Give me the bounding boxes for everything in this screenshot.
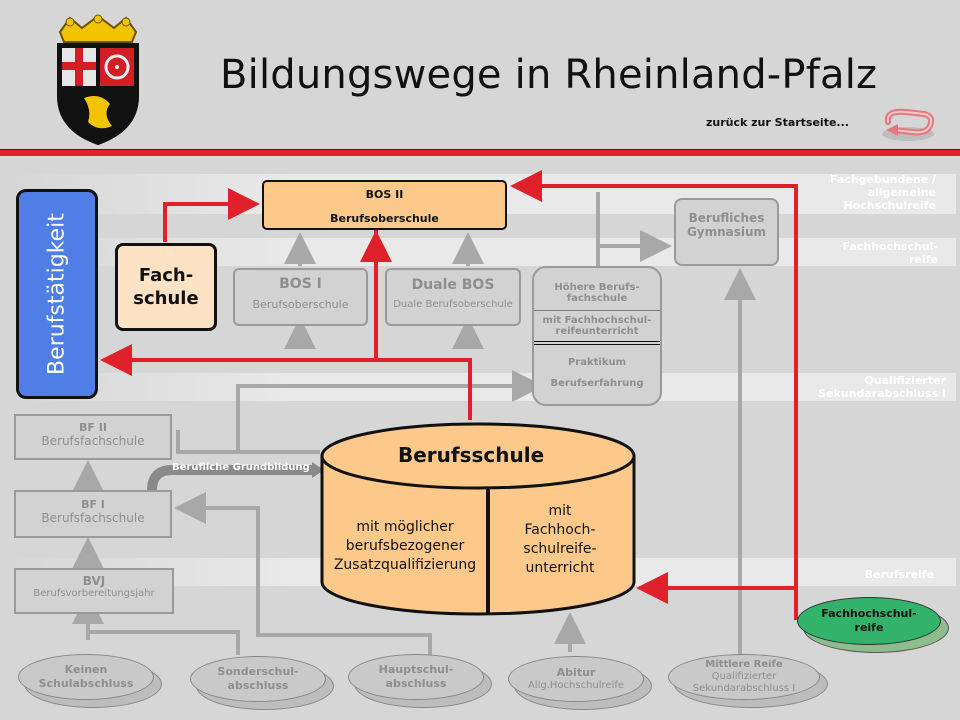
hbf-divider (534, 310, 660, 311)
bf2-title: BF II (79, 421, 107, 434)
berufsschule-right-line4: unterricht (525, 560, 595, 576)
bvj-title: BVJ (82, 574, 106, 588)
berufsschule-right-line1: mit (548, 503, 572, 519)
mittlere-sub-line1: Qualifizierter (711, 671, 777, 682)
duale-bos-title: Duale BOS (411, 277, 495, 293)
berufsschule-right-line3: schulreife- (523, 541, 597, 557)
berufsschule-right-text: mit Fachhoch- schulreife- unterricht (500, 502, 620, 578)
berufliches-gymnasium-box[interactable]: Berufliches Gymnasium (674, 198, 779, 266)
keinen-line2: Schulabschluss (38, 677, 134, 690)
berufsschule-left-line1: mit möglicher (356, 519, 454, 535)
bf2-box[interactable]: BF II Berufsfachschule (14, 414, 172, 460)
bvj-box[interactable]: BVJ Berufsvorbereitungsjahr (14, 568, 174, 614)
bvj-subtitle: Berufsvorbereitungsjahr (33, 588, 155, 599)
keinen-line1: Keinen (64, 663, 108, 676)
berufsschule-left-text: mit möglicher berufsbezogener Zusatzqual… (322, 518, 488, 575)
hbf-double-divider (534, 341, 660, 345)
gymnasium-label-line2: Gymnasium (686, 225, 767, 239)
back-to-start-link[interactable]: zurück zur Startseite... (706, 116, 849, 129)
level-label-berufsreife: Berufsreife (864, 568, 934, 581)
berufsschule-left-line2: berufsbezogener (345, 538, 465, 554)
duale-bos-subtitle: Duale Berufsoberschule (393, 299, 513, 310)
coat-of-arms-logo (57, 14, 139, 146)
exit-fachhochschulreife[interactable]: Fachhochschul- reife (797, 597, 949, 653)
duale-bos-box[interactable]: Duale BOS Duale Berufsoberschule (385, 268, 521, 326)
bf1-box[interactable]: BF I Berufsfachschule (14, 490, 172, 538)
bos1-box[interactable]: BOS I Berufsoberschule (233, 268, 368, 326)
header-divider (0, 149, 960, 156)
sonderschul-line2: abschluss (227, 679, 289, 692)
hbf-title-line1: Höhere Berufs- (554, 282, 640, 293)
hbf-praktikum: Praktikum (567, 357, 627, 368)
bos1-title: BOS I (279, 276, 322, 292)
bos2-subtitle: Berufsoberschule (330, 212, 439, 225)
hoehere-berufsfachschule-box[interactable]: Höhere Berufs- fachschule mit Fachhochsc… (532, 266, 662, 406)
hbf-fhr-line1: mit Fachhochschul- (542, 315, 652, 326)
abitur-subtitle: Allg.Hochschulreife (527, 680, 625, 691)
entry-mittlere-reife[interactable]: Mittlere Reife Qualifizierter Sekundarab… (668, 654, 828, 708)
bf1-subtitle: Berufsfachschule (41, 511, 145, 525)
fhr-line1: Fachhochschul- (821, 607, 917, 620)
entry-keinen-schulabschluss[interactable]: Keinen Schulabschluss (18, 654, 162, 708)
bf1-title: BF I (81, 498, 105, 511)
bf2-subtitle: Berufsfachschule (41, 434, 145, 448)
abitur-title: Abitur (556, 666, 596, 679)
berufsschule-title: Berufsschule (398, 443, 545, 467)
berufsschule-left-line3: Zusatzqualifizierung (333, 557, 477, 573)
berufstaetigkeit-box[interactable]: Berufstätigkeit (16, 189, 98, 399)
hauptschul-line2: abschluss (385, 677, 447, 690)
gymnasium-label-line1: Berufliches (688, 211, 765, 225)
bos2-box[interactable]: BOS II Berufsoberschule (262, 180, 507, 230)
fachschule-box[interactable]: Fach- schule (115, 243, 217, 331)
level-label-fachhochschulreife: Fachhochschul- reife (842, 240, 938, 266)
berufsschule-right-line2: Fachhoch- (524, 522, 596, 538)
entry-sonderschulabschluss[interactable]: Sonderschul- abschluss (190, 656, 334, 710)
return-arrow-icon[interactable] (876, 104, 938, 144)
level-label-hochschulreife: Fachgebundene / allgemeine Hochschulreif… (830, 173, 936, 212)
hbf-title-line2: fachschule (566, 293, 628, 304)
bos2-title: BOS II (365, 188, 404, 201)
entry-abitur[interactable]: Abitur Allg.Hochschulreife (508, 656, 652, 710)
berufsschule-cylinder[interactable] (318, 418, 638, 618)
mittlere-sub-line2: Sekundarabschluss I (692, 683, 796, 694)
fhr-line2: reife (854, 621, 884, 634)
hbf-berufserfahrung: Berufserfahrung (550, 378, 644, 389)
entry-hauptschulabschluss[interactable]: Hauptschul- abschluss (348, 654, 492, 708)
hbf-fhr-line2: reifeunterricht (555, 326, 639, 337)
bos1-subtitle: Berufsoberschule (252, 298, 349, 311)
berufliche-grundbildung-label: Berufliche Grundbildung (172, 462, 310, 473)
page-title: Bildungswege in Rheinland-Pfalz (220, 52, 878, 98)
sonderschul-line1: Sonderschul- (217, 665, 299, 678)
fachschule-label-line1: Fach- (138, 265, 194, 286)
berufstaetigkeit-label: Berufstätigkeit (44, 213, 70, 375)
level-label-sekundar: Qualifizierter Sekundarabschluss I (818, 374, 946, 400)
fachschule-label-line2: schule (133, 288, 199, 309)
hauptschul-line1: Hauptschul- (378, 663, 454, 676)
mittlere-title: Mittlere Reife (705, 659, 783, 670)
